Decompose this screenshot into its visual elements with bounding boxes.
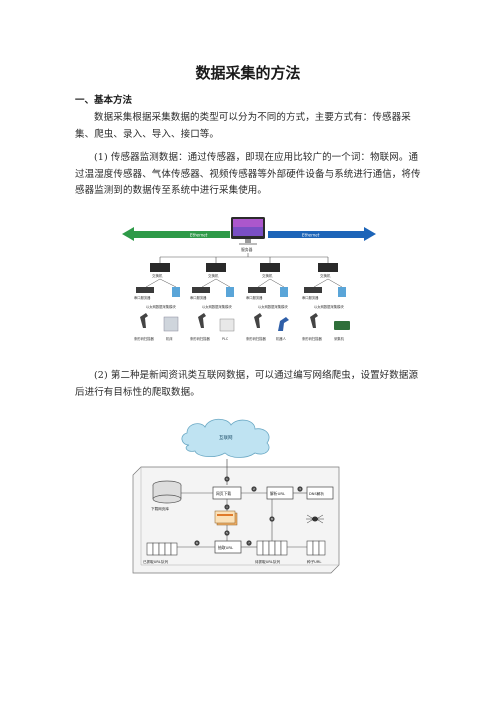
device-row bbox=[140, 313, 350, 332]
module-label-3: 以太网数据采集模块 bbox=[258, 304, 288, 309]
device-label-1: 条形码扫描器 bbox=[134, 336, 154, 341]
step-7: 7 bbox=[248, 541, 250, 545]
step-3: 3 bbox=[299, 487, 301, 491]
device-label-2: 机床 bbox=[166, 336, 173, 341]
switch-label-3: 交换机 bbox=[262, 273, 273, 278]
paragraph-crawler: (2) 第二种是新闻资讯类互联网数据，可以通过编写网络爬虫，设置好数据源后进行有… bbox=[75, 370, 419, 398]
paragraph-sensor: (1) 传感器监测数据：通过传感器，即现在应用比较广的一个词：物联网。通过温湿度… bbox=[75, 152, 421, 196]
seed-label: 种子URL bbox=[307, 559, 321, 564]
switch-label-2: 交换机 bbox=[208, 273, 219, 278]
download-label: 网页下载 bbox=[216, 491, 231, 496]
step-8: 8 bbox=[271, 517, 273, 521]
module-label-4: 以太网数据采集模块 bbox=[314, 304, 344, 309]
device-label-5: 条形码扫描器 bbox=[246, 336, 266, 341]
crawler-architecture-diagram: 互联网 1 下载网页库 网页下载 解析URL 2 DNS解析 3 bbox=[127, 415, 345, 575]
store-label: 下载网页库 bbox=[151, 506, 169, 511]
serial-label-3: 串口服务器 bbox=[246, 295, 263, 300]
module-label-2: 以太网数据采集模块 bbox=[202, 304, 232, 309]
serial-label-2: 串口服务器 bbox=[190, 295, 207, 300]
queue-label: 待抓取URL队列 bbox=[255, 559, 281, 564]
internet-cloud-icon bbox=[181, 418, 270, 458]
switch-label-1: 交换机 bbox=[152, 273, 163, 278]
parse-label: 解析URL bbox=[270, 491, 286, 496]
device-label-3: 条形码扫描器 bbox=[190, 336, 210, 341]
switch-row bbox=[150, 263, 338, 272]
ethernet-right-label: Ethernet bbox=[302, 233, 320, 238]
device-label-4: PLC bbox=[222, 337, 229, 341]
pending-queue bbox=[256, 540, 288, 556]
web-store-cylinder bbox=[152, 480, 182, 504]
step-5: 5 bbox=[226, 531, 228, 535]
ethernet-arrow-left bbox=[122, 227, 230, 241]
seed-queue bbox=[306, 540, 326, 556]
device-label-7: 条形码扫描器 bbox=[302, 336, 322, 341]
serial-label-1: 串口服务器 bbox=[134, 295, 151, 300]
ethernet-left-label: Ethernet bbox=[190, 233, 208, 238]
network-acquisition-diagram: Ethernet Ethernet 服务器 交换机 交换机 交换机 交换机 bbox=[118, 213, 380, 361]
switch-label-4: 交换机 bbox=[320, 273, 331, 278]
spider-icon bbox=[306, 514, 324, 524]
device-label-6: 机器人 bbox=[276, 336, 287, 341]
serial-label-4: 串口服务器 bbox=[302, 295, 319, 300]
server-monitor-icon bbox=[231, 217, 265, 245]
server-label: 服务器 bbox=[241, 247, 253, 252]
step-2: 2 bbox=[253, 487, 255, 491]
section-heading: 一、基本方法 bbox=[75, 95, 133, 106]
extract-label: 抽取URL bbox=[218, 545, 234, 550]
paragraph-intro: 数据采集根据采集数据的类型可以分为不同的方式，主要方式有：传感器采集、爬虫、录入… bbox=[75, 112, 411, 140]
webpage-stack-icon bbox=[214, 510, 238, 526]
page-title: 数据采集的方法 bbox=[195, 64, 301, 82]
step-6: 6 bbox=[196, 541, 198, 545]
dns-label: DNS解析 bbox=[309, 491, 324, 496]
cloud-label: 互联网 bbox=[219, 434, 233, 441]
module-label-1: 以太网数据采集模块 bbox=[146, 304, 176, 309]
serial-server-row bbox=[136, 287, 346, 297]
crawled-label: 已抓取URL队列 bbox=[143, 559, 169, 564]
ethernet-arrow-right bbox=[268, 227, 376, 241]
crawled-queue bbox=[146, 542, 178, 556]
step-1: 1 bbox=[226, 477, 228, 481]
device-label-8: 采集机 bbox=[334, 336, 345, 341]
